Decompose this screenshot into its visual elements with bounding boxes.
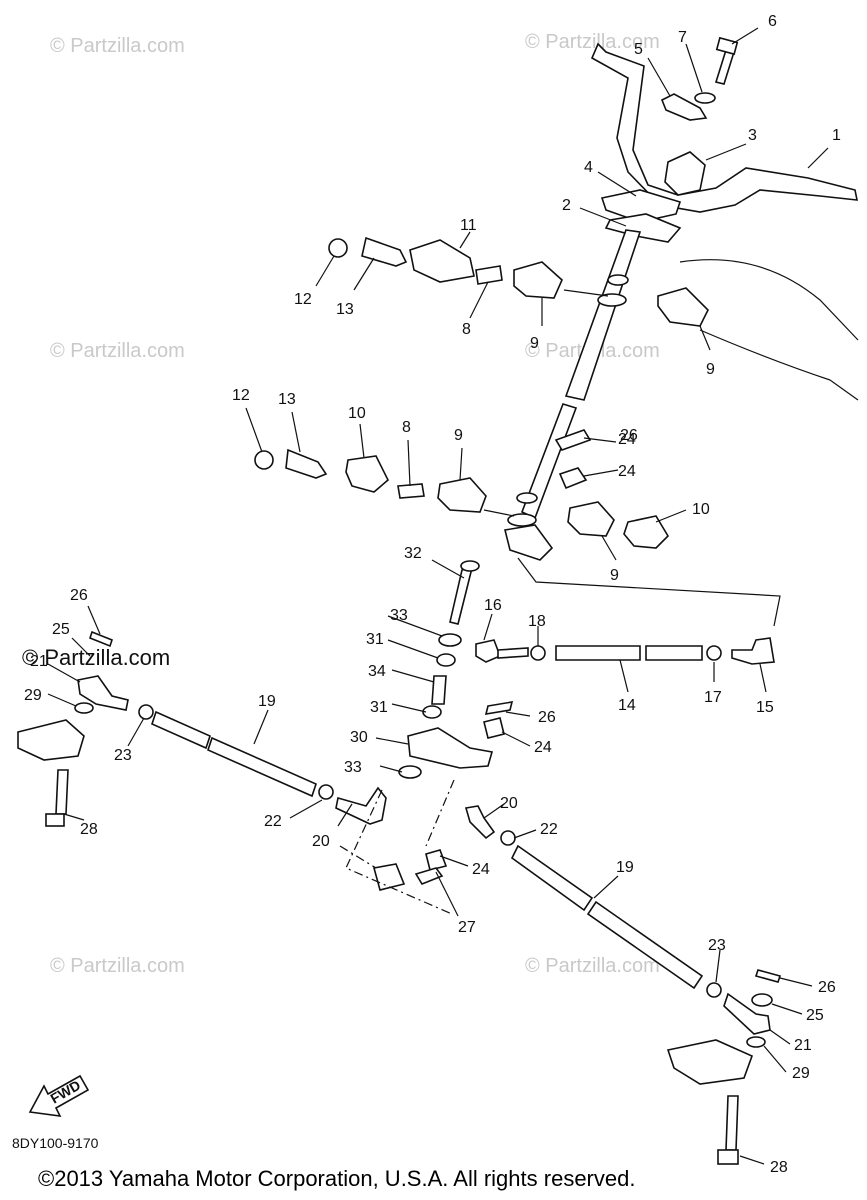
watermarks: © Partzilla.com © Partzilla.com © Partzi… — [22, 31, 660, 977]
callout-label: 24 — [618, 463, 636, 480]
callout-label: 21 — [794, 1037, 812, 1054]
callout-label: 26 — [538, 709, 556, 726]
callout-label: 21 — [30, 653, 48, 670]
callout-label: 12 — [232, 387, 250, 404]
callout-label: 30 — [350, 729, 368, 746]
watermark: © Partzilla.com — [525, 955, 660, 977]
callout-label: 19 — [258, 693, 276, 710]
callout-label: 28 — [770, 1159, 788, 1176]
handlebar-holder-upper — [660, 92, 716, 196]
callout-label: 4 — [584, 159, 593, 176]
callout-label: 7 — [678, 29, 687, 46]
callout-label: 23 — [708, 937, 726, 954]
callout-label: 33 — [344, 759, 362, 776]
callout-label: 8 — [462, 321, 471, 338]
watermark: © Partzilla.com — [50, 955, 185, 977]
drawing-code: 8DY100-9170 — [12, 1135, 99, 1151]
leader-lines — [47, 27, 829, 1165]
callout-label: 9 — [706, 361, 715, 378]
callout-label: 26 — [620, 427, 638, 444]
callout-label: 29 — [792, 1065, 810, 1082]
callout-label: 33 — [390, 607, 408, 624]
dashed-centerlines — [339, 779, 455, 915]
callout-label: 23 — [114, 747, 132, 764]
callout-label: 5 — [634, 41, 643, 58]
callout-label: 19 — [616, 859, 634, 876]
frame-outline — [679, 259, 859, 401]
callout-label: 13 — [278, 391, 296, 408]
callout-label: 26 — [70, 587, 88, 604]
callout-label: 18 — [528, 613, 546, 630]
watermark: © Partzilla.com — [50, 35, 185, 57]
callout-label: 25 — [52, 621, 70, 638]
tie-rod-right — [464, 805, 782, 1165]
handlebar-holder-lower — [600, 189, 682, 243]
callout-label: 26 — [818, 979, 836, 996]
callout-label: 9 — [610, 567, 619, 584]
callout-label: 13 — [336, 301, 354, 318]
fwd-arrow: FWD — [28, 1074, 90, 1117]
callout-label: 8 — [402, 419, 411, 436]
callout-numbers: 1 2 3 4 5 6 7 8 8 9 9 9 9 10 10 11 12 12… — [24, 13, 841, 1176]
bolt-6 — [714, 36, 739, 85]
callout-label: 24 — [618, 431, 636, 448]
callout-label: 20 — [312, 833, 330, 850]
callout-label: 2 — [562, 197, 571, 214]
callout-label: 9 — [530, 335, 539, 352]
callout-label: 27 — [458, 919, 476, 936]
callout-label: 24 — [534, 739, 552, 756]
callout-label: 20 — [500, 795, 518, 812]
callout-label: 25 — [806, 1007, 824, 1024]
callout-label: 11 — [460, 217, 477, 234]
callout-label: 9 — [454, 427, 463, 444]
callout-label: 24 — [472, 861, 490, 878]
callout-label: 14 — [618, 697, 636, 714]
center-assembly — [372, 560, 494, 891]
callout-label: 29 — [24, 687, 42, 704]
handlebar — [590, 42, 858, 213]
drag-link — [475, 557, 781, 665]
callout-label: 22 — [540, 821, 558, 838]
callout-label: 10 — [692, 501, 710, 518]
callout-label: 6 — [768, 13, 777, 30]
callout-label: 28 — [80, 821, 98, 838]
callout-label: 1 — [832, 127, 841, 144]
upper-bushing-parts — [328, 236, 709, 327]
callout-label: 31 — [370, 699, 388, 716]
callout-label: 32 — [404, 545, 422, 562]
callout-label: 16 — [484, 597, 502, 614]
callout-label: 17 — [704, 689, 722, 706]
tie-rod-left — [17, 630, 387, 825]
callout-label: 22 — [264, 813, 282, 830]
callout-label: 10 — [348, 405, 366, 422]
copyright-notice: ©2013 Yamaha Motor Corporation, U.S.A. A… — [38, 1166, 635, 1191]
watermark-dark: © Partzilla.com — [22, 645, 170, 670]
callout-label: 34 — [368, 663, 386, 680]
callout-label: 31 — [366, 631, 384, 648]
callout-label: 15 — [756, 699, 774, 716]
steering-column-lower — [504, 403, 578, 561]
fasteners-misc — [45, 701, 514, 885]
watermark: © Partzilla.com — [50, 340, 185, 362]
watermark: © Partzilla.com — [525, 31, 660, 53]
lower-bushing-parts — [254, 429, 670, 549]
steering-column-upper — [564, 229, 642, 401]
callout-label: 3 — [748, 127, 757, 144]
callout-label: 12 — [294, 291, 312, 308]
